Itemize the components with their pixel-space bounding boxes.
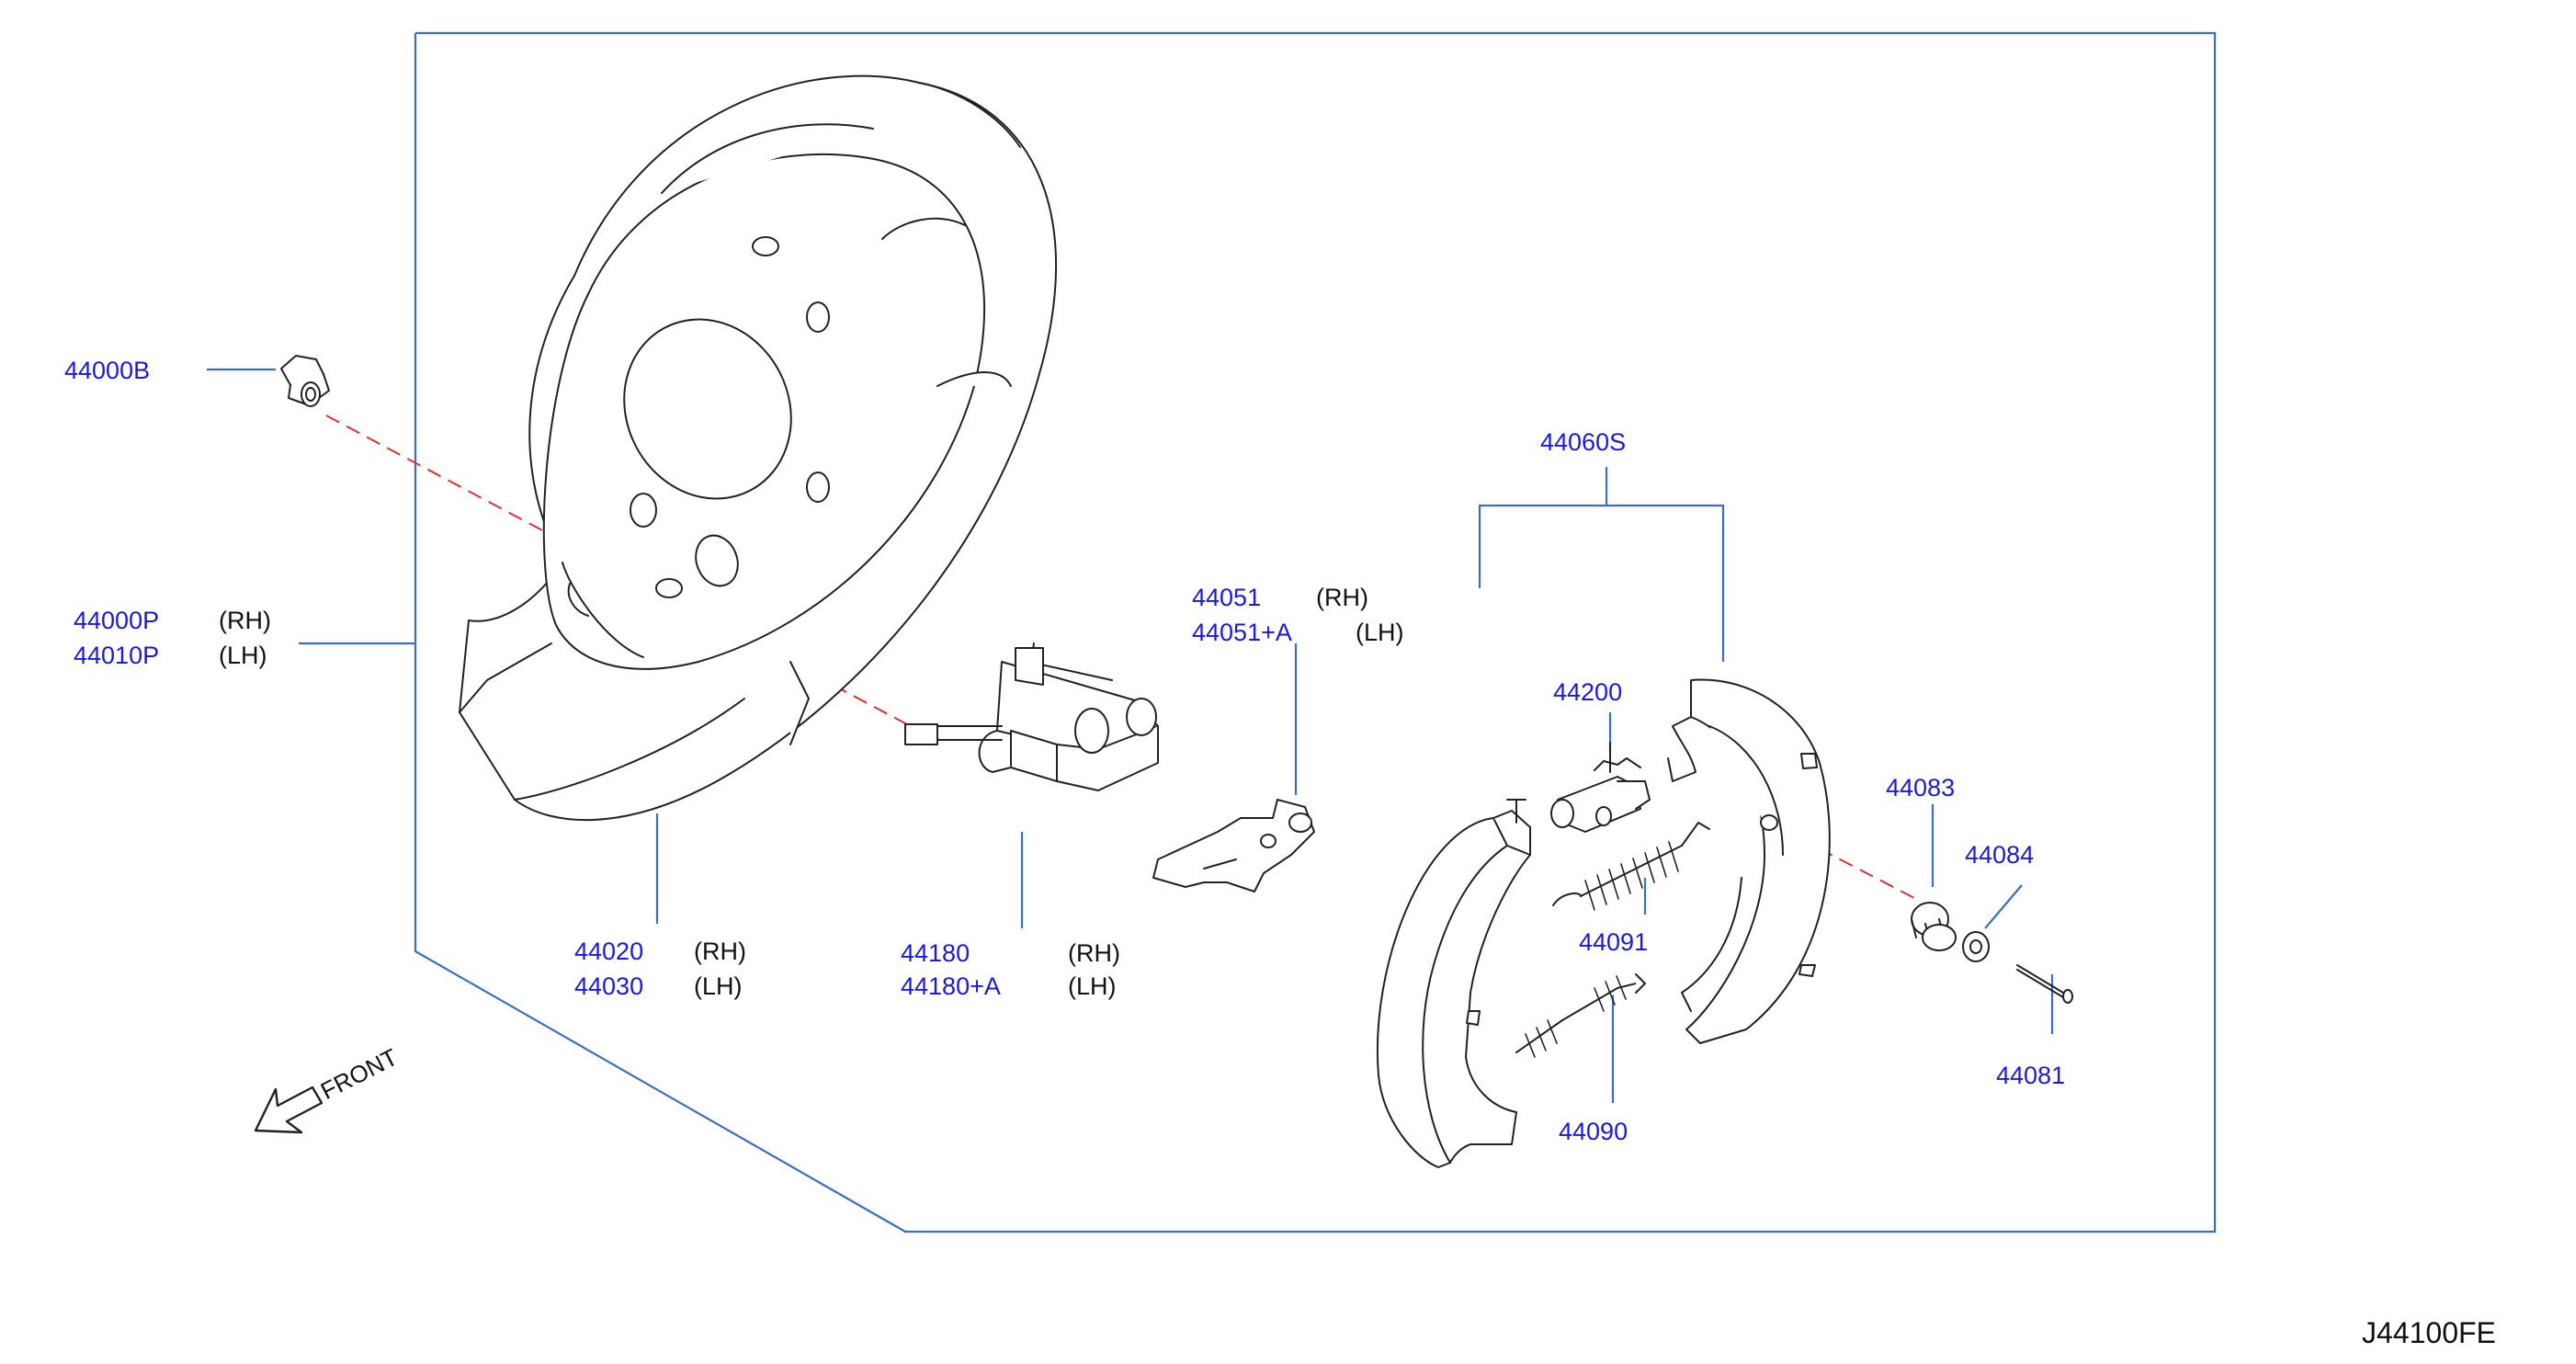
- callout-44200[interactable]: 44200: [1553, 678, 1623, 706]
- callout-44060S[interactable]: 44060S: [1540, 428, 1627, 456]
- callout-44000B[interactable]: 44000B: [64, 357, 151, 384]
- callout-44010P-side: (LH): [219, 642, 267, 669]
- assembly-frame: [414, 31, 2217, 1233]
- hold-spring-44083: [1911, 902, 1957, 951]
- front-arrow-icon: [254, 1086, 323, 1134]
- callout-44051A[interactable]: 44051+A: [1192, 619, 1292, 646]
- retainer-44084: [1962, 931, 1990, 962]
- callout-44091[interactable]: 44091: [1579, 928, 1649, 956]
- nut-44000B: [280, 355, 330, 407]
- wheel-cylinder-44200: [1550, 742, 1651, 833]
- callout-44180A-side: (LH): [1068, 972, 1117, 1000]
- lever-44051: [1152, 799, 1315, 892]
- callout-44083[interactable]: 44083: [1886, 774, 1956, 801]
- callout-44051-side: (RH): [1316, 584, 1368, 611]
- callout-44180[interactable]: 44180: [901, 939, 970, 967]
- backing-plate-44020: [459, 74, 1058, 822]
- callout-44030[interactable]: 44030: [574, 972, 644, 1000]
- spring-44091: [1552, 822, 1710, 911]
- callout-44010P[interactable]: 44010P: [74, 642, 160, 669]
- brake-shoe-right: [1667, 678, 1831, 1044]
- callout-44030-side: (LH): [694, 972, 743, 1000]
- callout-44020[interactable]: 44020: [574, 938, 644, 965]
- callout-44180A[interactable]: 44180+A: [901, 972, 1001, 1000]
- callout-44000P-side: (RH): [219, 607, 271, 634]
- callout-44000P[interactable]: 44000P: [74, 607, 160, 634]
- callout-44081[interactable]: 44081: [1996, 1062, 2066, 1089]
- callout-44090[interactable]: 44090: [1559, 1118, 1628, 1145]
- callout-44084[interactable]: 44084: [1965, 841, 2035, 869]
- brake-shoe-left: [1376, 799, 1531, 1168]
- callout-44020-side: (RH): [694, 938, 746, 965]
- spring-44090: [1515, 973, 1646, 1058]
- callout-44180-side: (RH): [1068, 939, 1120, 967]
- adjuster-44180: [904, 642, 1159, 791]
- diagram-code: J44100FE: [2362, 1316, 2496, 1349]
- callout-44051[interactable]: 44051: [1192, 584, 1262, 611]
- callout-44051A-side: (LH): [1356, 619, 1404, 646]
- hold-pin-44081: [2016, 964, 2073, 1004]
